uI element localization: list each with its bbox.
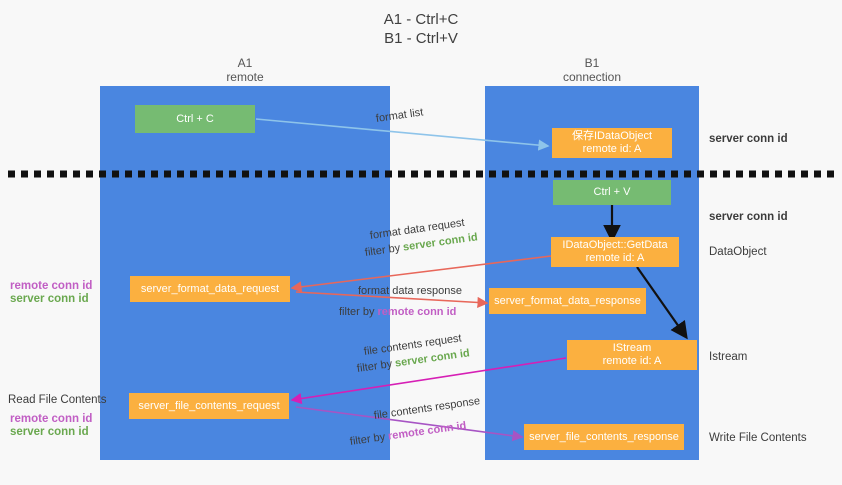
lane-header-b1: B1 connection — [562, 56, 622, 84]
note-istream: Istream — [709, 351, 748, 363]
note-dataobject: DataObject — [709, 246, 767, 258]
box-ctrl-c[interactable]: Ctrl + C — [135, 105, 255, 133]
note-write-file-contents: Write File Contents — [709, 432, 807, 444]
box-server-file-contents-request[interactable]: server_file_contents_request — [129, 393, 289, 419]
note-read-file-contents: Read File Contents — [8, 394, 107, 406]
edge-label-format-data-response: format data response — [358, 285, 462, 297]
filter-value-remote-conn-id: remote conn id — [387, 419, 468, 443]
box-idataobject-getdata[interactable]: IDataObject::GetData remote id: A — [551, 237, 679, 267]
note-remote-conn-id-lower: remote conn id — [10, 413, 93, 425]
box-save-dataobject[interactable]: 保存IDataObject remote id: A — [552, 128, 672, 158]
lane-header-a1: A1 remote — [226, 56, 264, 84]
note-server-conn-id-top: server conn id — [709, 133, 788, 145]
box-server-format-data-response[interactable]: server_format_data_response — [489, 288, 646, 314]
filter-prefix: filter by — [339, 306, 378, 318]
page-title: A1 - Ctrl+C B1 - Ctrl+V — [383, 11, 459, 47]
filter-value-remote-conn-id: remote conn id — [377, 306, 457, 318]
note-server-conn-id-mid: server conn id — [709, 211, 788, 223]
note-server-conn-id-upper: server conn id — [10, 293, 89, 305]
edge-label-format-data-response-filter: filter by remote conn id — [339, 305, 456, 319]
filter-prefix: filter by — [356, 357, 396, 375]
box-ctrl-v[interactable]: Ctrl + V — [553, 180, 671, 205]
box-server-format-data-request[interactable]: server_format_data_request — [130, 276, 290, 302]
note-remote-conn-id-upper: remote conn id — [10, 280, 93, 292]
filter-prefix: filter by — [364, 241, 404, 259]
box-istream[interactable]: IStream remote id: A — [567, 340, 697, 370]
box-server-file-contents-response[interactable]: server_file_contents_response — [524, 424, 684, 450]
note-server-conn-id-lower: server conn id — [10, 426, 89, 438]
